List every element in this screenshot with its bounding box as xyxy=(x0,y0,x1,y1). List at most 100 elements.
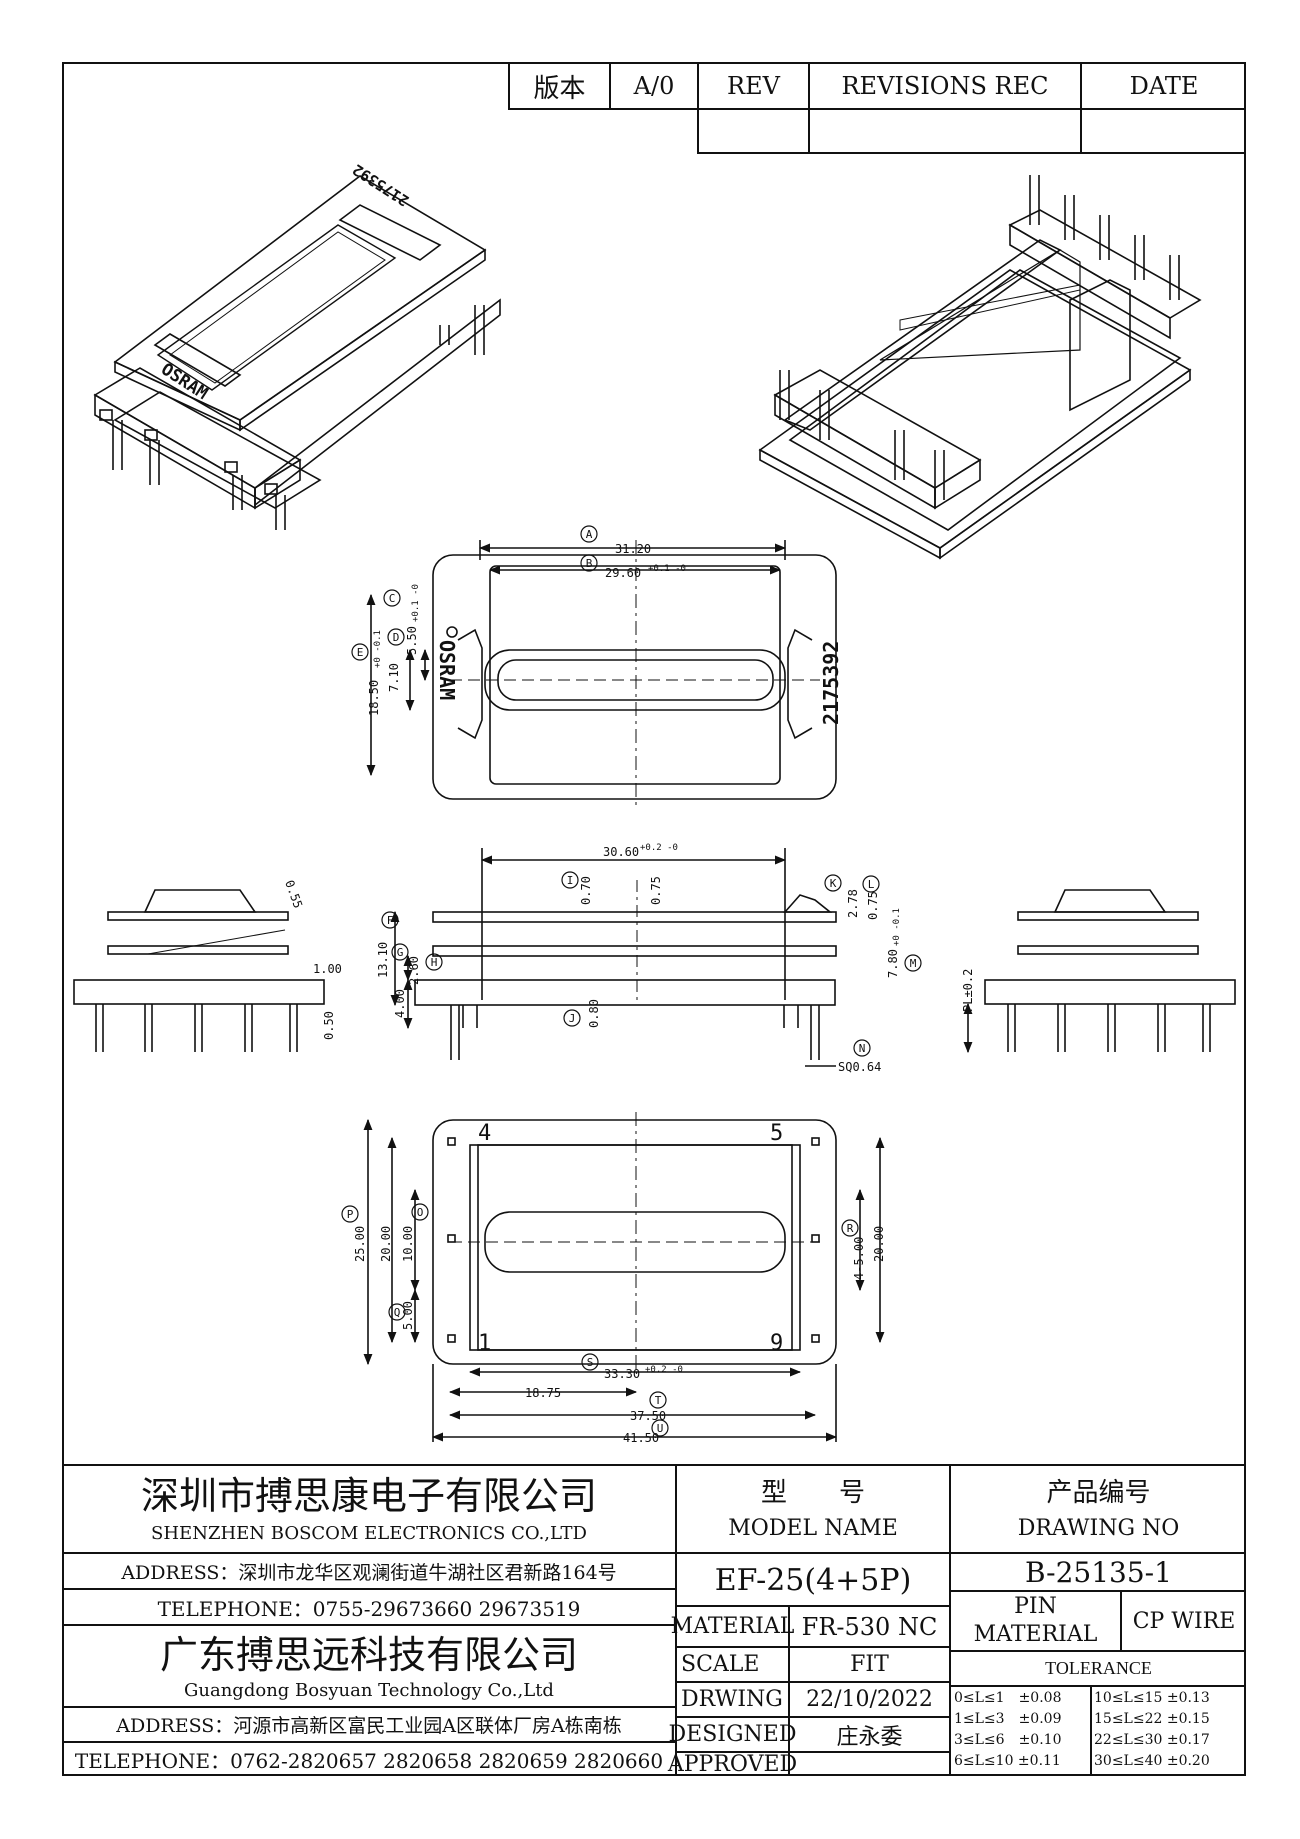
dim-side-a: 0.55 xyxy=(282,878,305,910)
side-view-left: 0.55 1.00 0.50 xyxy=(73,878,342,1052)
approved-label: APPROVED xyxy=(667,1752,798,1777)
tolerance-row: 6≤L≤10 ±0.11 xyxy=(954,1753,1061,1769)
dim-r-tol: +0.2 -0 xyxy=(645,1365,683,1375)
marker-letter: I xyxy=(567,874,574,887)
marker-letter: O xyxy=(417,1206,424,1219)
drwing-label: DRWING xyxy=(681,1687,783,1712)
bottom-view: 4 5 1 9 25.00 20.00 10.00 5.00 20.00 4-5… xyxy=(353,1112,886,1445)
version-label: 版本 xyxy=(533,73,586,104)
marker-letter: T xyxy=(655,1394,662,1407)
tolerance-row: 1≤L≤3 ±0.09 xyxy=(954,1711,1062,1727)
date-label: DATE xyxy=(1129,72,1199,100)
marker-letter: E xyxy=(357,646,364,659)
dim-k: 2.78 xyxy=(846,889,860,918)
dim-e-tol: +0 -0.1 xyxy=(373,630,383,668)
marker-letter: B xyxy=(586,557,593,570)
marker-circle xyxy=(391,943,409,961)
marker-circle xyxy=(425,953,443,971)
dim-d: 7.10 xyxy=(387,663,401,692)
dim-t: 41.50 xyxy=(623,1431,659,1445)
dim-f: 13.10 xyxy=(376,942,390,978)
drawing-number: B-25135-1 xyxy=(1025,1555,1172,1589)
designed-label: DESIGNED xyxy=(668,1722,797,1747)
telephone-2: TELEPHONE：0762-2820657 2820658 2820659 2… xyxy=(74,1749,664,1773)
scale-value: FIT xyxy=(850,1652,889,1677)
telephone-1: TELEPHONE：0755-29673660 29673519 xyxy=(157,1596,581,1621)
marker-circle xyxy=(824,874,842,892)
marker-circle xyxy=(649,1391,667,1409)
marker-circle xyxy=(862,875,880,893)
marker-letter: J xyxy=(569,1012,576,1025)
marker-circle xyxy=(341,1205,359,1223)
top-view: OSRAM 2175392 31.20 29.60 +0.1 -0 18.50 … xyxy=(366,540,843,810)
marker-letter: S xyxy=(587,1356,594,1369)
marker-circle xyxy=(651,1419,669,1437)
model-label-en: MODEL NAME xyxy=(728,1515,898,1541)
marker-letter: M xyxy=(910,957,917,970)
marker-letter: U xyxy=(657,1422,664,1435)
marker-letter: D xyxy=(393,631,400,644)
tolerance-row: 22≤L≤30 ±0.17 xyxy=(1094,1732,1210,1748)
dim-u: 20.00 xyxy=(872,1226,886,1262)
dim-b: 29.60 xyxy=(605,566,641,580)
dim-u2: 4-5.00 xyxy=(852,1237,866,1280)
designed-value: 庄永委 xyxy=(836,1724,903,1750)
top-view-part-number: 2175392 xyxy=(819,641,843,725)
model-label-cn: 型 号 xyxy=(760,1477,865,1508)
marker-circle xyxy=(381,911,399,929)
marker-circle xyxy=(411,1203,429,1221)
tolerance-label: TOLERANCE xyxy=(1045,1658,1152,1678)
dim-h: 4.00 xyxy=(393,989,407,1018)
marker-letter: F xyxy=(387,914,394,927)
dim-q: 5.00 xyxy=(401,1301,415,1330)
model-value: EF-25(4+5P) xyxy=(714,1562,912,1598)
marker-circle xyxy=(580,554,598,572)
material-label: MATERIAL xyxy=(670,1614,795,1639)
tolerance-row: 15≤L≤22 ±0.15 xyxy=(1094,1711,1210,1727)
marker-circle xyxy=(580,525,598,543)
address-2: ADDRESS：河源市高新区富民工业园A区联体厂房A栋南栋 xyxy=(116,1715,622,1737)
tolerance-row: 3≤L≤6 ±0.10 xyxy=(954,1732,1062,1748)
marker-letter: H xyxy=(431,956,438,969)
scale-label: SCALE xyxy=(681,1652,760,1677)
marker-letter: L xyxy=(868,878,875,891)
top-view-logo: OSRAM xyxy=(435,640,459,700)
marker-circle xyxy=(388,1303,406,1321)
rev-label: REV xyxy=(727,72,780,100)
revisions-label: REVISIONS REC xyxy=(841,72,1049,100)
front-view: 30.60 +0.2 -0 13.10 2.60 4.00 0.70 0.75 … xyxy=(376,843,902,1074)
version-value: A/0 xyxy=(633,72,675,100)
dim-p2: 20.00 xyxy=(379,1226,393,1262)
dim-r: 33.30 xyxy=(604,1367,640,1381)
approved-value xyxy=(790,1753,949,1776)
dim-i: 0.70 xyxy=(579,876,593,905)
drwing-value: 22/10/2022 xyxy=(806,1687,933,1712)
marker-circle xyxy=(563,1009,581,1027)
dim-width-front: 30.60 xyxy=(603,845,639,859)
tolerance-left: 0≤L≤1 ±0.08 1≤L≤3 ±0.09 3≤L≤6 ±0.10 6≤L≤… xyxy=(954,1688,1090,1772)
marker-letter: N xyxy=(859,1042,866,1055)
dim-p: 25.00 xyxy=(353,1226,367,1262)
marker-letter: R xyxy=(847,1222,854,1235)
marker-circle xyxy=(351,643,369,661)
pin-label-9: 9 xyxy=(770,1331,783,1356)
address-1: ADDRESS：深圳市龙华区观澜街道牛湖社区君新路164号 xyxy=(121,1561,617,1584)
pin-material-label-2: MATERIAL xyxy=(973,1621,1098,1647)
dim-l: 0.75 xyxy=(866,891,880,920)
tolerance-row: 0≤L≤1 ±0.08 xyxy=(954,1690,1062,1706)
dim-b-tol: +0.1 -0 xyxy=(648,564,686,574)
pin-material-label-1: PIN xyxy=(1014,1593,1057,1619)
dim-a: 31.20 xyxy=(615,542,651,556)
marker-circle xyxy=(853,1039,871,1057)
marker-letter: A xyxy=(586,528,593,541)
company2-name-cn: 广东搏思远科技有限公司 xyxy=(159,1632,578,1677)
dim-width-front-tol: +0.2 -0 xyxy=(640,843,678,853)
dim-mid: 0.75 xyxy=(649,876,663,905)
pin-label-5: 5 xyxy=(770,1121,783,1146)
marker-letter: P xyxy=(347,1208,354,1221)
company2-name-en: Guangdong Bosyuan Technology Co.,Ltd xyxy=(184,1679,554,1701)
drawing-label-en: DRAWING NO xyxy=(1017,1515,1180,1541)
